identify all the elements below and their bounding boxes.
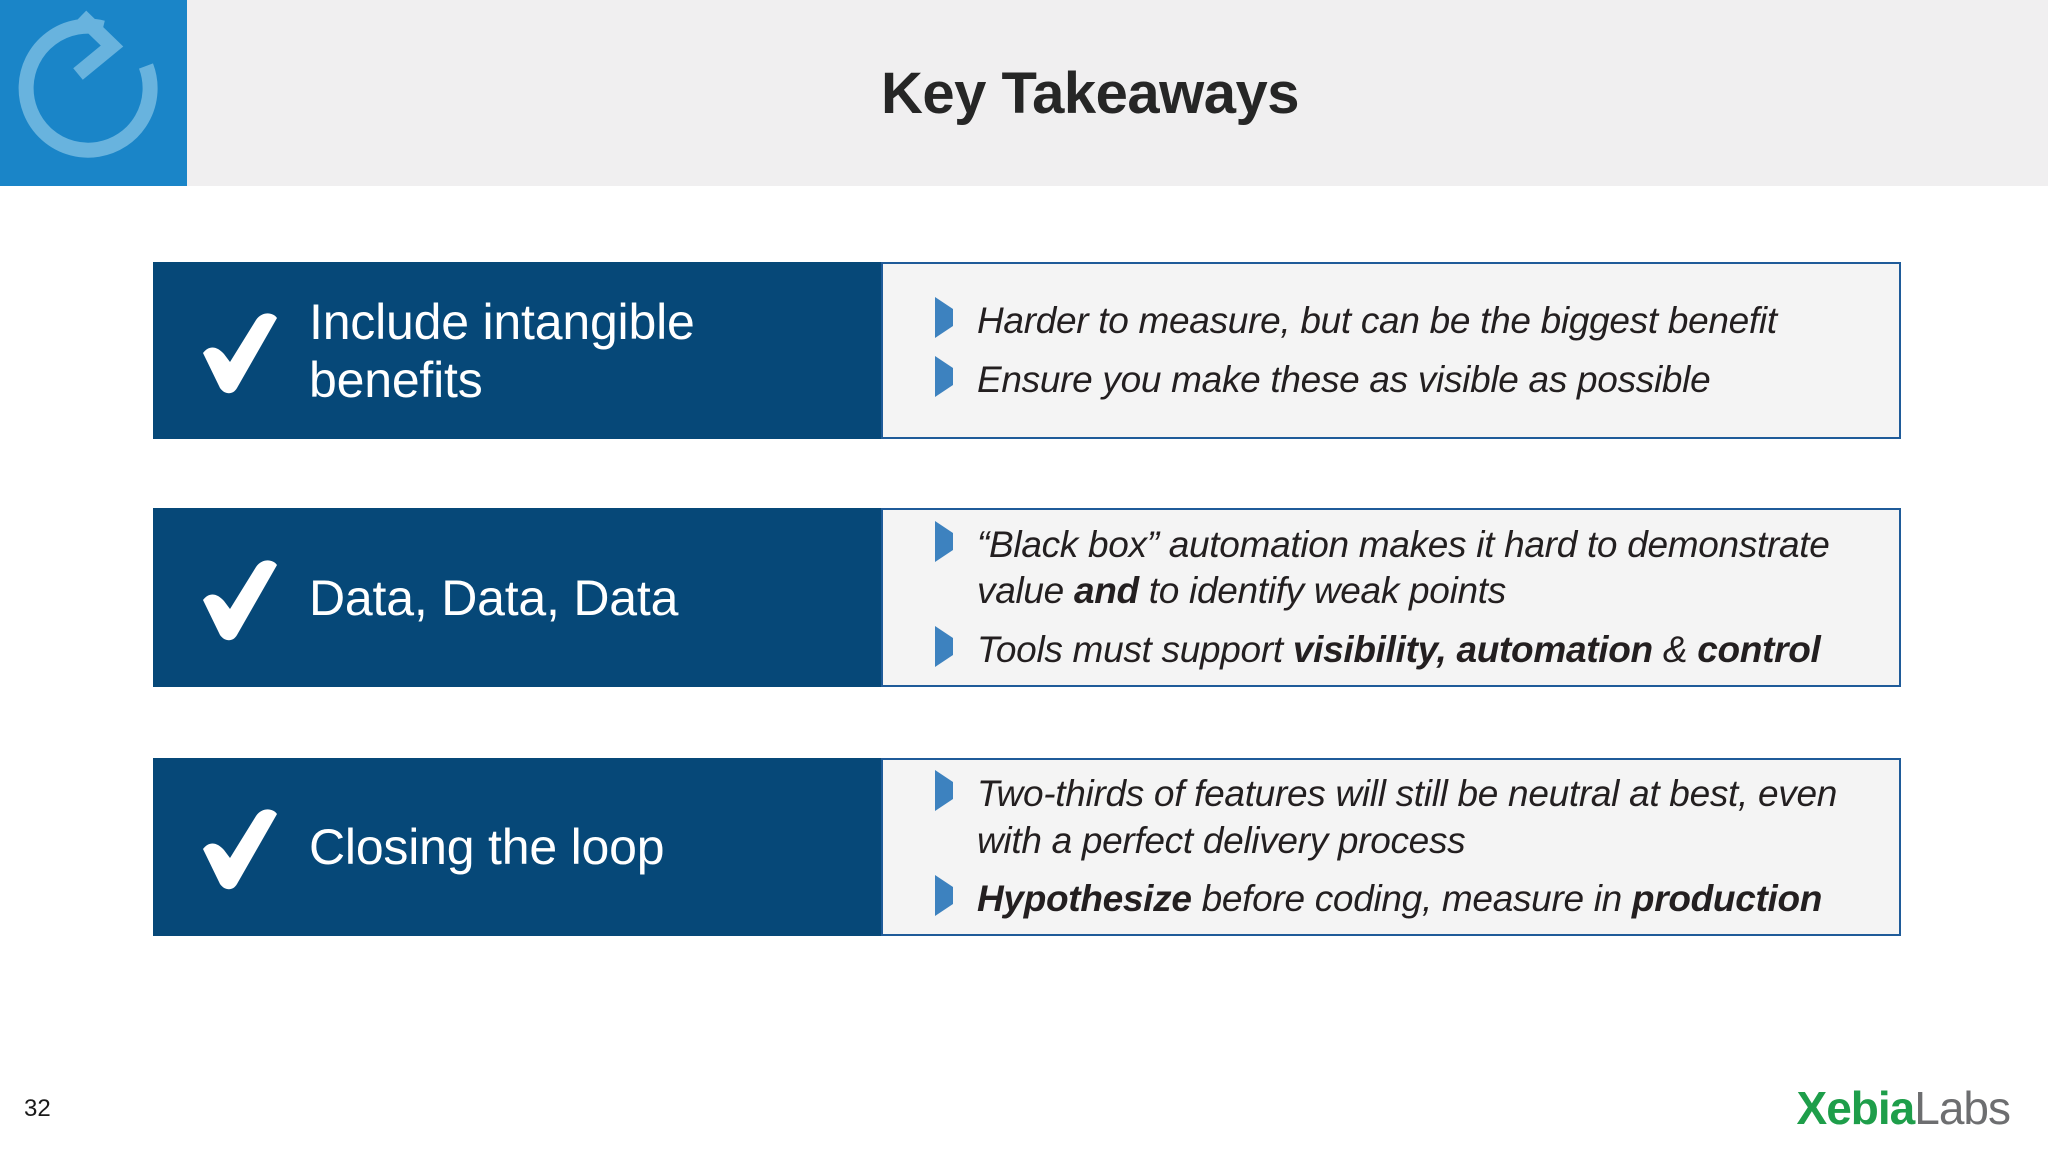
slide-logo-tile <box>0 0 187 186</box>
list-item: Hypothesize before coding, measure in pr… <box>935 875 1879 923</box>
triangle-right-icon <box>935 520 977 562</box>
triangle-right-icon <box>935 875 977 917</box>
brand-name-primary: Xebia <box>1796 1082 1916 1134</box>
takeaway-row: Closing the loop Two-thirds of features … <box>153 758 1901 936</box>
takeaway-label-panel: Include intangible benefits <box>153 262 881 439</box>
bullet-text: Two-thirds of features will still be neu… <box>977 773 1838 861</box>
takeaway-label-panel: Closing the loop <box>153 758 881 936</box>
takeaway-row: Include intangible benefits Harder to me… <box>153 262 1901 439</box>
list-item: Ensure you make these as visible as poss… <box>935 355 1879 404</box>
checkmark-icon <box>193 801 285 893</box>
takeaway-label-text: Include intangible benefits <box>309 293 695 408</box>
triangle-right-icon <box>935 770 977 812</box>
page-number: 32 <box>24 1095 51 1122</box>
checkmark-icon <box>193 552 285 644</box>
takeaway-bullets-panel: Two-thirds of features will still be neu… <box>881 758 1901 936</box>
bullet-text: Harder to measure, but can be the bigges… <box>977 299 1777 341</box>
bullet-text: Ensure you make these as visible as poss… <box>977 358 1711 400</box>
takeaway-label-panel: Data, Data, Data <box>153 508 881 687</box>
triangle-right-icon <box>935 625 977 667</box>
bullet-text: Tools must support visibility, automatio… <box>977 628 1821 670</box>
bullet-text: “Black box” automation makes it hard to … <box>977 523 1830 612</box>
header-band: Key Takeaways <box>0 0 2048 186</box>
list-item: Two-thirds of features will still be neu… <box>935 770 1879 864</box>
list-item: “Black box” automation makes it hard to … <box>935 520 1879 615</box>
list-item: Tools must support visibility, automatio… <box>935 625 1879 674</box>
bullet-text: Hypothesize before coding, measure in pr… <box>977 878 1823 920</box>
takeaway-bullets-panel: Harder to measure, but can be the bigges… <box>881 262 1901 439</box>
takeaway-row: Data, Data, Data “Black box” automation … <box>153 508 1901 687</box>
checkmark-icon <box>193 305 285 397</box>
takeaway-label-text: Data, Data, Data <box>309 569 679 626</box>
takeaway-label-text: Closing the loop <box>309 819 665 875</box>
xebialabs-logo: XebiaLabs <box>1796 1082 2011 1134</box>
triangle-right-icon <box>935 355 977 397</box>
triangle-right-icon <box>935 296 977 338</box>
brand-name-secondary: Labs <box>1914 1082 2011 1134</box>
takeaway-bullets-panel: “Black box” automation makes it hard to … <box>881 508 1901 687</box>
page-title: Key Takeaways <box>880 60 1300 126</box>
list-item: Harder to measure, but can be the bigges… <box>935 296 1879 345</box>
